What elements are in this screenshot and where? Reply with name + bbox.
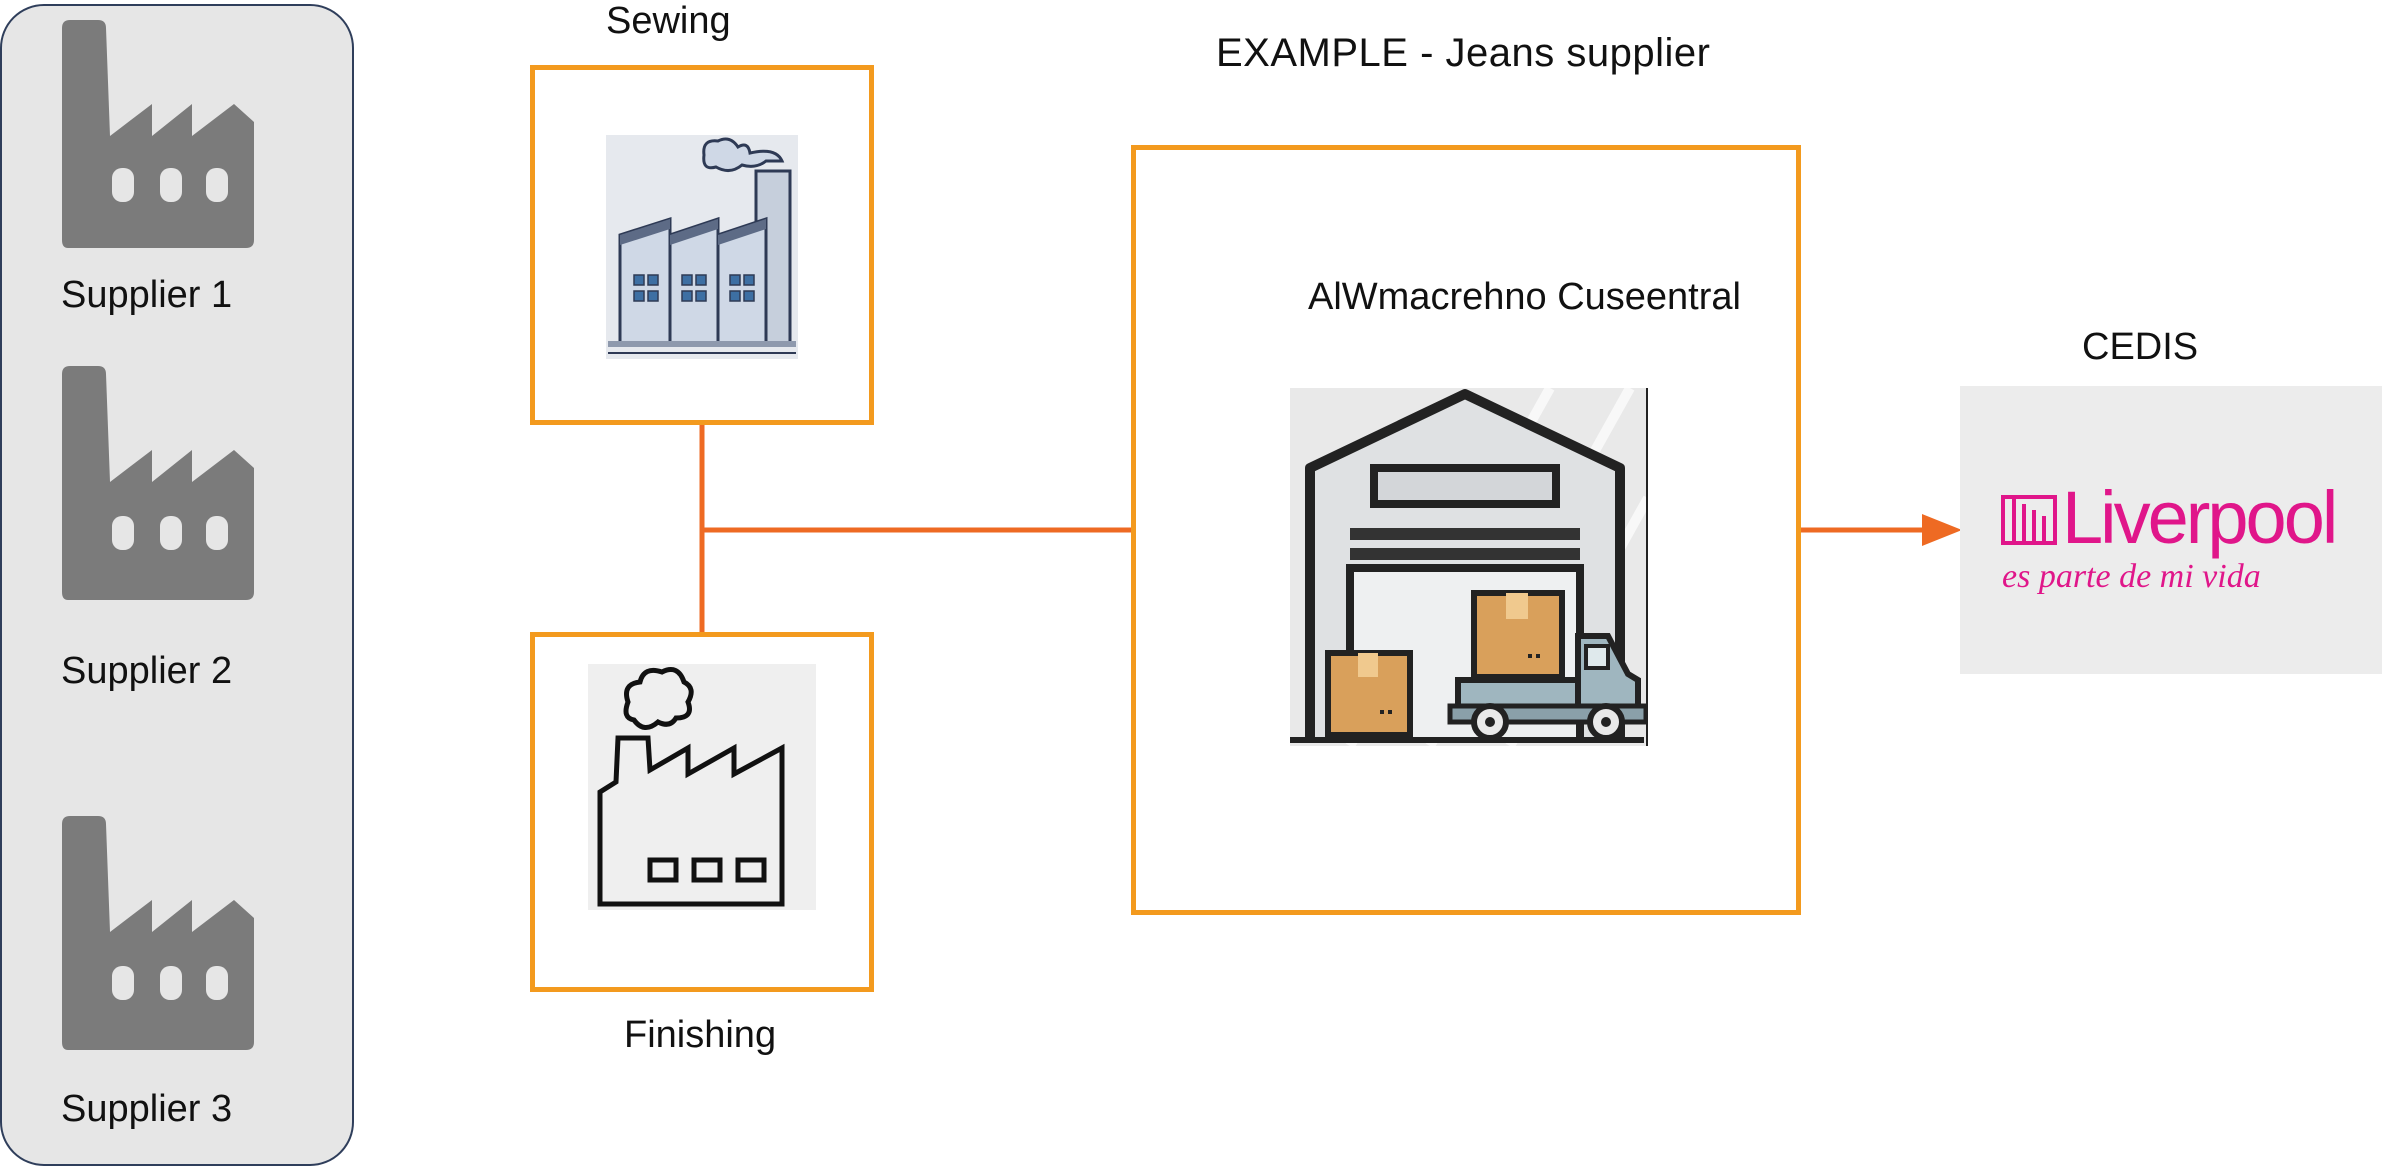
factory-icon — [62, 20, 254, 248]
liverpool-logo: Liverpool es parte de mi vida — [1960, 386, 2382, 674]
sewing-label: Sewing — [606, 0, 731, 42]
supplier-label: Supplier 2 — [61, 650, 233, 692]
liverpool-mark-icon — [2001, 495, 2057, 545]
finishing-label: Finishing — [624, 1014, 777, 1056]
warehouse-label: AlWmacrehno Cuseentral — [1308, 276, 1741, 318]
warehouse-icon — [1290, 388, 1648, 746]
arrowhead — [1922, 514, 1962, 546]
supplier-1 — [60, 18, 260, 263]
supplier-3 — [60, 814, 260, 1059]
supplier-label: Supplier 1 — [61, 274, 233, 316]
cedis-label: CEDIS — [2082, 326, 2199, 368]
factory-icon — [62, 366, 254, 600]
supplier-label: Supplier 3 — [61, 1088, 233, 1130]
liverpool-tagline: es parte de mi vida — [2002, 558, 2261, 595]
sewing-factory-icon — [606, 135, 798, 359]
supplier-2 — [60, 364, 260, 609]
diagram-title: EXAMPLE - Jeans supplier — [1216, 31, 1711, 75]
finishing-factory-icon — [588, 664, 816, 910]
factory-icon — [62, 816, 254, 1050]
liverpool-wordmark: Liverpool — [2062, 476, 2338, 559]
